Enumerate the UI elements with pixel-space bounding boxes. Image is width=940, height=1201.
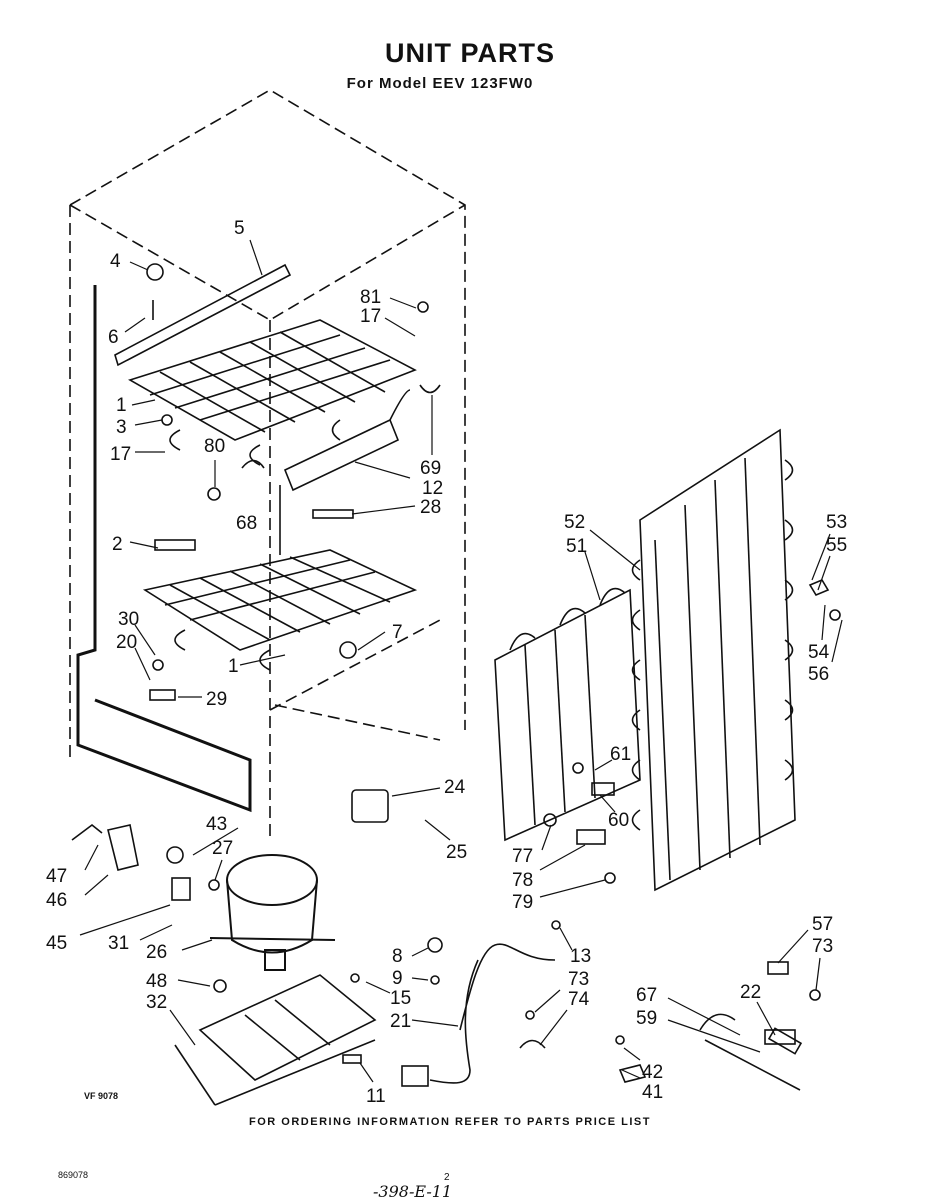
callout-15: 15 [390, 988, 411, 1009]
power-cord [401, 943, 556, 1087]
callout-27: 27 [212, 838, 233, 859]
callout-55: 55 [826, 535, 847, 556]
callout-22: 22 [740, 982, 761, 1003]
leader-lines [79, 239, 843, 1083]
cabinet-outline [69, 89, 466, 840]
hardware-parts [71, 263, 841, 1091]
relay-cover [351, 789, 389, 823]
callout-11: 11 [366, 1086, 386, 1107]
lower-evaporator-shelf [142, 549, 418, 671]
document-number: 869078 [58, 1170, 89, 1180]
callout-59: 59 [636, 1008, 657, 1029]
rail-strip [114, 263, 292, 367]
callout-26: 26 [146, 942, 167, 963]
compressor [209, 854, 336, 971]
handwritten-note: -398-E-11 [373, 1182, 453, 1201]
callout-73-mid: 73 [568, 969, 589, 990]
callout-54: 54 [808, 642, 830, 663]
callout-31: 31 [108, 933, 129, 954]
callout-labels: 5 4 6 81 17 1 3 17 80 69 12 68 28 2 7 30… [46, 218, 847, 1107]
callout-46: 46 [46, 890, 67, 911]
page-title: UNIT PARTS [385, 38, 555, 68]
callout-52: 52 [564, 512, 585, 533]
callout-60: 60 [608, 810, 629, 831]
upper-evaporator-shelf [128, 319, 417, 466]
callout-30: 30 [118, 609, 139, 630]
callout-68: 68 [236, 513, 257, 534]
callout-24: 24 [444, 777, 466, 798]
page-number: 2 [444, 1172, 450, 1183]
callout-17-top: 17 [360, 306, 381, 327]
model-subtitle: For Model EEV 123FW0 [346, 75, 534, 92]
callout-81: 81 [360, 287, 381, 308]
callout-17-left: 17 [110, 444, 131, 465]
condenser-coil [631, 428, 796, 892]
callout-45: 45 [46, 933, 67, 954]
callout-28: 28 [420, 497, 441, 518]
callout-79: 79 [512, 892, 533, 913]
ordering-note: FOR ORDERING INFORMATION REFER TO PARTS … [249, 1116, 651, 1128]
callout-56: 56 [808, 664, 829, 685]
callout-25: 25 [446, 842, 467, 863]
callout-43: 43 [206, 814, 227, 835]
callout-5: 5 [234, 218, 245, 239]
callout-20: 20 [116, 632, 137, 653]
callout-3: 3 [116, 417, 127, 438]
callout-8: 8 [392, 946, 403, 967]
callout-73-right: 73 [812, 936, 833, 957]
callout-29: 29 [206, 689, 227, 710]
callout-48: 48 [146, 971, 167, 992]
callout-77: 77 [512, 846, 533, 867]
callout-12: 12 [422, 478, 443, 499]
callout-9: 9 [392, 968, 403, 989]
wire-grid [494, 587, 641, 842]
callout-61: 61 [610, 744, 631, 765]
callout-21: 21 [390, 1011, 411, 1032]
callout-6: 6 [108, 327, 119, 348]
callout-74: 74 [568, 989, 590, 1010]
callout-32: 32 [146, 992, 167, 1013]
figure-code: VF 9078 [84, 1091, 119, 1101]
callout-1-top: 1 [116, 395, 127, 416]
callout-7: 7 [392, 622, 403, 643]
drier-tube [279, 389, 411, 555]
callout-4: 4 [110, 251, 121, 272]
callout-53: 53 [826, 512, 847, 533]
callout-67: 67 [636, 985, 657, 1006]
callout-2: 2 [112, 534, 123, 555]
callout-69: 69 [420, 458, 441, 479]
callout-13: 13 [570, 946, 591, 967]
callout-51: 51 [566, 536, 587, 557]
callout-42: 42 [642, 1062, 663, 1083]
callout-47: 47 [46, 866, 67, 887]
callout-1-bottom: 1 [228, 656, 239, 677]
callout-41: 41 [642, 1082, 663, 1103]
callout-78: 78 [512, 870, 533, 891]
compressor-base [174, 974, 377, 1106]
callout-80: 80 [204, 436, 225, 457]
door-gasket-strip [76, 285, 252, 813]
callout-57: 57 [812, 914, 833, 935]
